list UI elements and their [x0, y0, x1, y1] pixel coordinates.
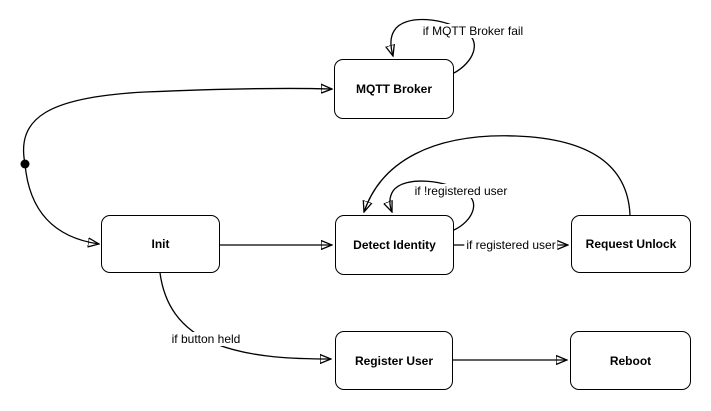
state-node-label: Register User: [354, 353, 434, 368]
edge-initial-to-init: [24, 163, 99, 244]
edge-init-to-register-user: [159, 272, 331, 359]
state-node-label: Detect Identity: [353, 238, 436, 252]
edge-label-if-button-held: if button held: [169, 332, 243, 346]
edge-label-if-registered-user: if registered user: [464, 238, 558, 252]
state-node-detect-identity[interactable]: Detect Identity: [335, 215, 454, 275]
state-node-label: MQTT Broker: [355, 82, 432, 96]
state-node-label: Init: [151, 237, 170, 251]
initial-state-dot: [20, 159, 30, 169]
edge-label-if-mqtt-broker-fail: if MQTT Broker fail: [420, 24, 526, 38]
edge-detect-identity-self-loop: [390, 180, 475, 231]
state-node-init[interactable]: Init: [101, 215, 220, 273]
state-node-register-user[interactable]: Register User: [335, 331, 453, 390]
state-node-mqtt-broker[interactable]: MQTT Broker: [334, 59, 454, 119]
state-node-request-unlock[interactable]: Request Unlock: [571, 215, 691, 273]
edge-label-if-not-registered-user: if !registered user: [412, 184, 510, 198]
edge-mqtt-broker-self-loop: [391, 18, 475, 74]
edge-request-unlock-to-detect-identity: [364, 135, 631, 216]
state-node-label: Reboot: [609, 353, 652, 368]
edge-initial-to-mqtt-broker: [23, 88, 332, 165]
state-node-reboot[interactable]: Reboot: [570, 331, 691, 390]
state-node-label: Request Unlock: [585, 237, 677, 251]
